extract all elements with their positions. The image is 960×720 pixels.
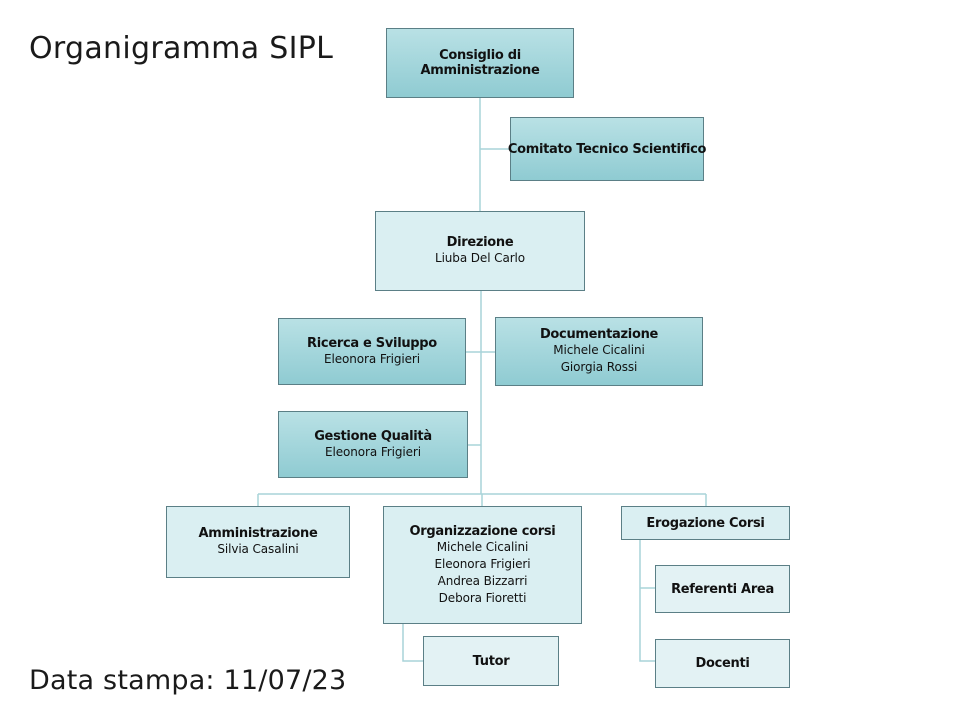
print-date: Data stampa: 11/07/23 xyxy=(29,665,347,696)
person-name: Debora Fioretti xyxy=(438,590,527,605)
box-people: Liuba Del Carlo xyxy=(435,250,525,267)
box-people: Silvia Casalini xyxy=(217,541,298,558)
box-tutor[interactable]: Tutor xyxy=(423,636,559,686)
box-title: Consiglio di Amministrazione xyxy=(420,48,540,78)
person-name: Andrea Bizzarri xyxy=(437,573,528,588)
person-name: Michele Cicalini xyxy=(553,343,645,357)
box-title: Amministrazione xyxy=(198,526,318,541)
chart-title: Organigramma SIPL xyxy=(29,31,334,66)
box-title: Gestione Qualità xyxy=(314,428,432,444)
box-people: Michele Cicalini Eleonora Frigieri Andre… xyxy=(435,539,531,607)
box-people: Eleonora Frigieri xyxy=(325,444,421,461)
box-title: Referenti Area xyxy=(671,581,774,597)
box-title: Organizzazione corsi xyxy=(409,523,556,539)
box-title: Erogazione Corsi xyxy=(646,515,765,531)
connector-tutor xyxy=(402,623,424,662)
box-title: Direzione xyxy=(446,235,514,250)
connector-erogazione-children xyxy=(639,539,656,662)
box-title: Tutor xyxy=(472,653,510,669)
person-name: Eleonora Frigieri xyxy=(324,351,420,366)
box-comitato[interactable]: Comitato Tecnico Scientifico xyxy=(507,117,707,181)
box-direzione[interactable]: Direzione Liuba Del Carlo xyxy=(375,211,585,291)
person-name: Eleonora Frigieri xyxy=(325,444,421,459)
box-referenti[interactable]: Referenti Area xyxy=(655,565,790,613)
box-consiglio[interactable]: Consiglio di Amministrazione xyxy=(386,28,574,98)
box-docenti[interactable]: Docenti xyxy=(655,639,790,688)
box-amministrazione[interactable]: Amministrazione Silvia Casalini xyxy=(166,506,350,578)
box-ricerca[interactable]: Ricerca e Sviluppo Eleonora Frigieri xyxy=(278,318,466,385)
person-name: Giorgia Rossi xyxy=(560,360,638,374)
box-erogazione[interactable]: Erogazione Corsi xyxy=(621,506,790,540)
box-people: Eleonora Frigieri xyxy=(324,351,420,368)
person-name: Liuba Del Carlo xyxy=(434,251,526,265)
box-qualita[interactable]: Gestione Qualità Eleonora Frigieri xyxy=(278,411,468,478)
box-organizzazione[interactable]: Organizzazione corsi Michele Cicalini El… xyxy=(383,506,582,624)
box-title: Docenti xyxy=(695,656,750,671)
person-name: Eleonora Frigieri xyxy=(434,556,531,571)
box-title: Ricerca e Sviluppo xyxy=(307,335,437,351)
person-name: Michele Cicalini xyxy=(436,539,529,554)
person-name: Silvia Casalini xyxy=(217,542,299,556)
box-title: Documentazione xyxy=(539,327,659,342)
box-title: Comitato Tecnico Scientifico xyxy=(507,141,707,157)
box-documentazione[interactable]: Documentazione Michele Cicalini Giorgia … xyxy=(495,317,703,386)
box-people: Michele Cicalini Giorgia Rossi xyxy=(553,342,645,376)
